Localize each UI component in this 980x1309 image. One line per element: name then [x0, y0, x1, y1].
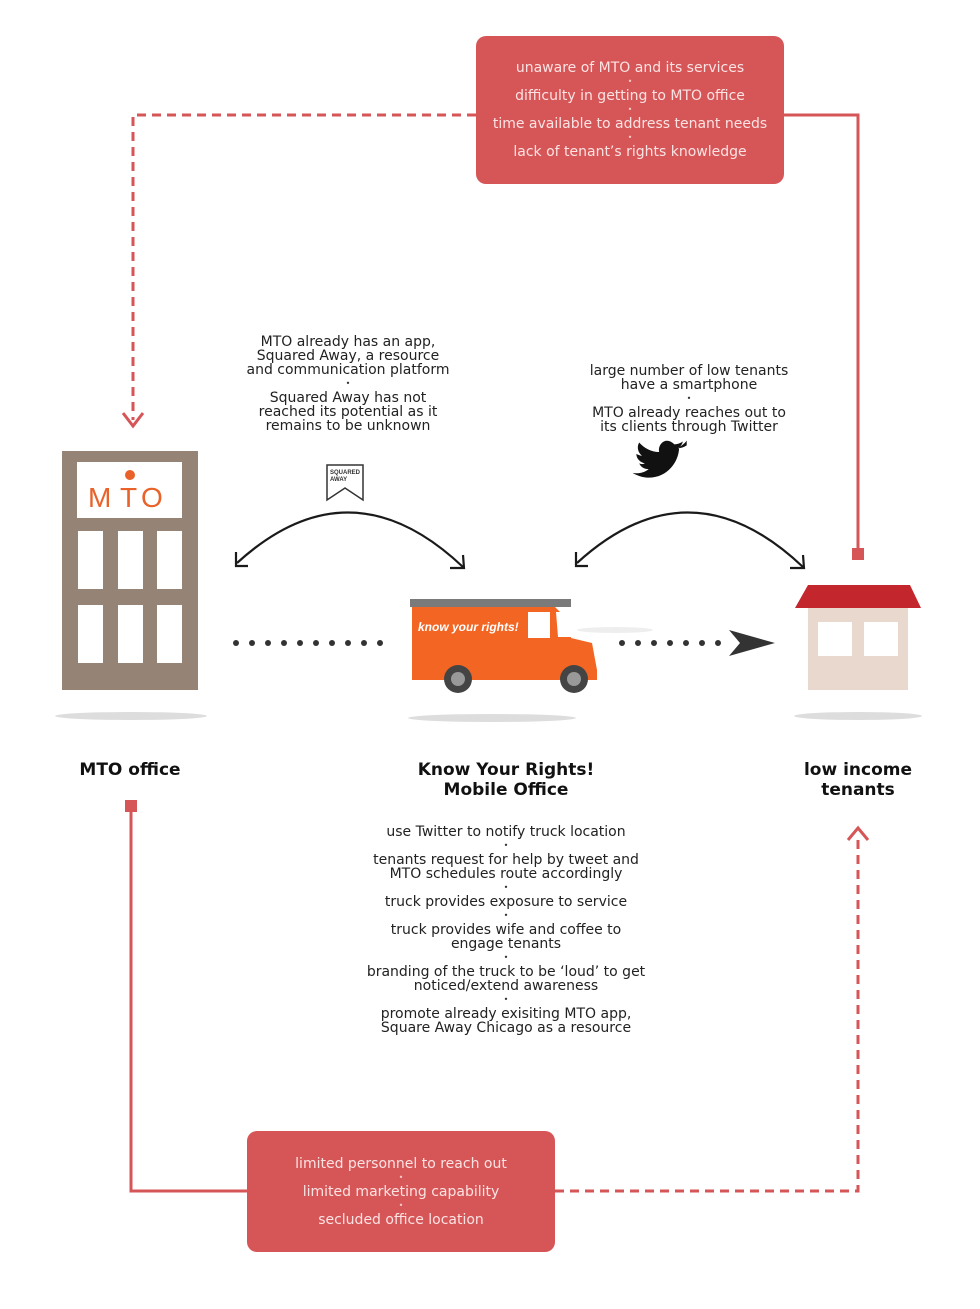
- bullet: •: [503, 911, 509, 920]
- note-line: Squared Away, a resource: [256, 348, 440, 364]
- label-line: Mobile Office: [443, 780, 569, 800]
- barrier-item: lack of tenant’s rights knowledge: [513, 144, 747, 160]
- bullet: •: [503, 841, 509, 850]
- note-line: noticed/extend awareness: [413, 978, 599, 994]
- label-line: tenants: [821, 780, 895, 800]
- top-connector: [121, 113, 864, 560]
- note-line: MTO schedules route accordingly: [389, 866, 623, 882]
- bullet: •: [627, 77, 633, 86]
- barrier-item: unaware of MTO and its services: [515, 60, 745, 76]
- tenants-label: low income tenants: [758, 760, 958, 800]
- mobile-office-label: Know Your Rights! Mobile Office: [356, 760, 656, 800]
- curve-arrow-right: [574, 511, 806, 570]
- twitter-icon: [632, 440, 687, 478]
- note-line: Squared Away has not: [269, 390, 427, 406]
- svg-text:know your rights!: know your rights!: [418, 620, 519, 634]
- note-line: truck provides wife and coffee to: [390, 922, 622, 938]
- svg-text:SQUARED: SQUARED: [330, 470, 361, 476]
- twitter-notes: large number of low tenants have a smart…: [578, 364, 800, 434]
- dotted-link-right: [619, 630, 775, 656]
- bullet: •: [503, 953, 509, 962]
- bottom-barriers-box: limited personnel to reach out • limited…: [247, 1131, 555, 1252]
- note-line: large number of low tenants: [589, 363, 789, 379]
- truck-icon: know your rights!: [408, 599, 653, 722]
- barrier-item: limited marketing capability: [302, 1183, 500, 1200]
- svg-text:T: T: [120, 482, 137, 513]
- top-barriers-box: unaware of MTO and its services • diffic…: [476, 36, 784, 184]
- barrier-item: time available to address tenant needs: [492, 116, 768, 132]
- bullet: •: [503, 995, 509, 1004]
- svg-text:AWAY: AWAY: [330, 477, 347, 483]
- note-line: have a smartphone: [620, 377, 758, 393]
- barrier-item: limited personnel to reach out: [295, 1155, 507, 1172]
- curve-arrow-left: [234, 511, 466, 570]
- note-line: truck provides exposure to service: [384, 894, 628, 910]
- bullet: •: [503, 883, 509, 892]
- building-icon: M T O: [55, 451, 207, 720]
- note-line: and communication platform: [246, 362, 450, 378]
- note-line: reached its potential as it: [258, 404, 438, 420]
- note-line: remains to be unknown: [265, 418, 431, 434]
- bullet: •: [686, 394, 692, 403]
- note-line: tenants request for help by tweet and: [373, 852, 639, 868]
- mto-logo: M T O: [88, 470, 163, 513]
- dotted-link-left: [233, 640, 383, 646]
- barrier-item: difficulty in getting to MTO office: [515, 88, 745, 104]
- house-icon: [794, 585, 922, 720]
- mobile-office-notes: use Twitter to notify truck location • t…: [340, 825, 672, 1035]
- svg-text:O: O: [141, 482, 163, 513]
- svg-text:M: M: [88, 482, 111, 513]
- mto-office-label: MTO office: [30, 760, 230, 780]
- note-line: promote already exisiting MTO app,: [380, 1006, 632, 1022]
- note-line: MTO already has an app,: [260, 334, 436, 350]
- note-line: engage tenants: [450, 936, 562, 952]
- note-line: its clients through Twitter: [600, 419, 778, 435]
- note-line: MTO already reaches out to: [592, 405, 786, 421]
- bullet: •: [627, 133, 633, 142]
- label-line: MTO office: [79, 760, 181, 780]
- bullet: •: [398, 1172, 404, 1182]
- note-line: Square Away Chicago as a resource: [380, 1020, 632, 1036]
- label-line: Know Your Rights!: [417, 760, 595, 780]
- barrier-item: secluded office location: [318, 1211, 484, 1228]
- bottom-connector: [125, 800, 870, 1193]
- bullet: •: [398, 1200, 404, 1210]
- label-line: low income: [803, 760, 913, 780]
- squared-away-icon: SQUARED AWAY: [326, 464, 364, 502]
- bullet: •: [627, 105, 633, 114]
- squared-away-notes: MTO already has an app, Squared Away, a …: [232, 335, 464, 433]
- note-line: branding of the truck to be ‘loud’ to ge…: [366, 964, 646, 980]
- note-line: use Twitter to notify truck location: [386, 824, 626, 840]
- bullet: •: [345, 379, 351, 388]
